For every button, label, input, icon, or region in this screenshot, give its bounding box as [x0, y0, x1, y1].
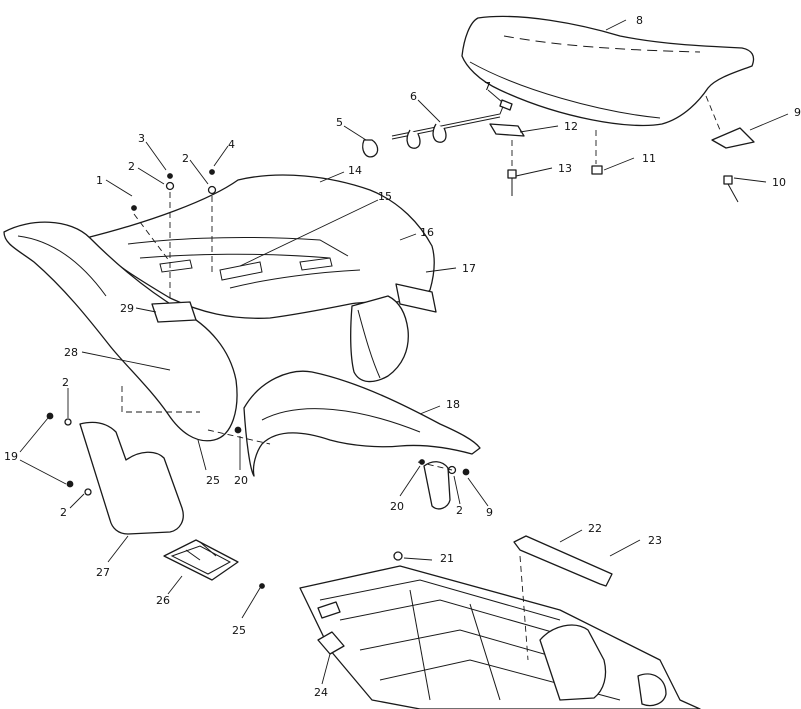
callout-12: 12 — [564, 120, 578, 133]
callout-18: 18 — [446, 398, 460, 411]
mud-flap-right — [423, 461, 451, 510]
seat — [461, 15, 755, 127]
callout-labels: 1 2 3 2 4 5 6 7 8 9 10 11 12 13 14 15 16… — [4, 14, 801, 699]
callout-9: 9 — [486, 506, 493, 519]
callout-2: 2 — [128, 160, 135, 173]
callout-25: 25 — [232, 624, 246, 637]
callout-2: 2 — [60, 506, 67, 519]
callout-28: 28 — [64, 346, 78, 359]
callout-27: 27 — [96, 566, 110, 579]
callout-5: 5 — [336, 116, 343, 129]
assembly-guides — [121, 130, 597, 661]
leader-lines — [19, 19, 789, 685]
callout-26: 26 — [156, 594, 170, 607]
callout-11: 11 — [642, 152, 656, 165]
rear-cab — [85, 174, 437, 319]
seat-rear-bracket — [705, 95, 755, 203]
callout-24: 24 — [314, 686, 328, 699]
callout-25: 25 — [206, 474, 220, 487]
callout-2: 2 — [182, 152, 189, 165]
rear-fender-right — [350, 295, 409, 383]
callout-15: 15 — [378, 190, 392, 203]
mud-flap — [79, 421, 184, 535]
callout-4: 4 — [228, 138, 235, 151]
callout-6: 6 — [410, 90, 417, 103]
callout-7: 7 — [484, 80, 491, 93]
callout-13: 13 — [558, 162, 572, 175]
skid-plate — [163, 539, 239, 581]
seat-latch-rod — [362, 99, 513, 158]
callout-10: 10 — [772, 176, 786, 189]
callout-22: 22 — [588, 522, 602, 535]
callout-23: 23 — [648, 534, 662, 547]
callout-21: 21 — [440, 552, 454, 565]
callout-3: 3 — [138, 132, 145, 145]
reflector — [317, 631, 345, 655]
callout-19: 19 — [4, 450, 18, 463]
chassis-frame — [299, 565, 701, 709]
callout-8: 8 — [636, 14, 643, 27]
callout-1: 1 — [96, 174, 103, 187]
callout-2: 2 — [62, 376, 69, 389]
callout-9: 9 — [794, 106, 801, 119]
fasteners — [46, 169, 470, 589]
frame-brace — [513, 535, 613, 587]
callout-17: 17 — [462, 262, 476, 275]
fender-flare — [243, 370, 481, 477]
callout-2: 2 — [456, 504, 463, 517]
callout-29: 29 — [120, 302, 134, 315]
rear-fender-left — [3, 221, 238, 442]
latch-bracket — [489, 123, 603, 196]
callout-14: 14 — [348, 164, 362, 177]
callout-20: 20 — [234, 474, 248, 487]
callout-16: 16 — [420, 226, 434, 239]
callout-20: 20 — [390, 500, 404, 513]
